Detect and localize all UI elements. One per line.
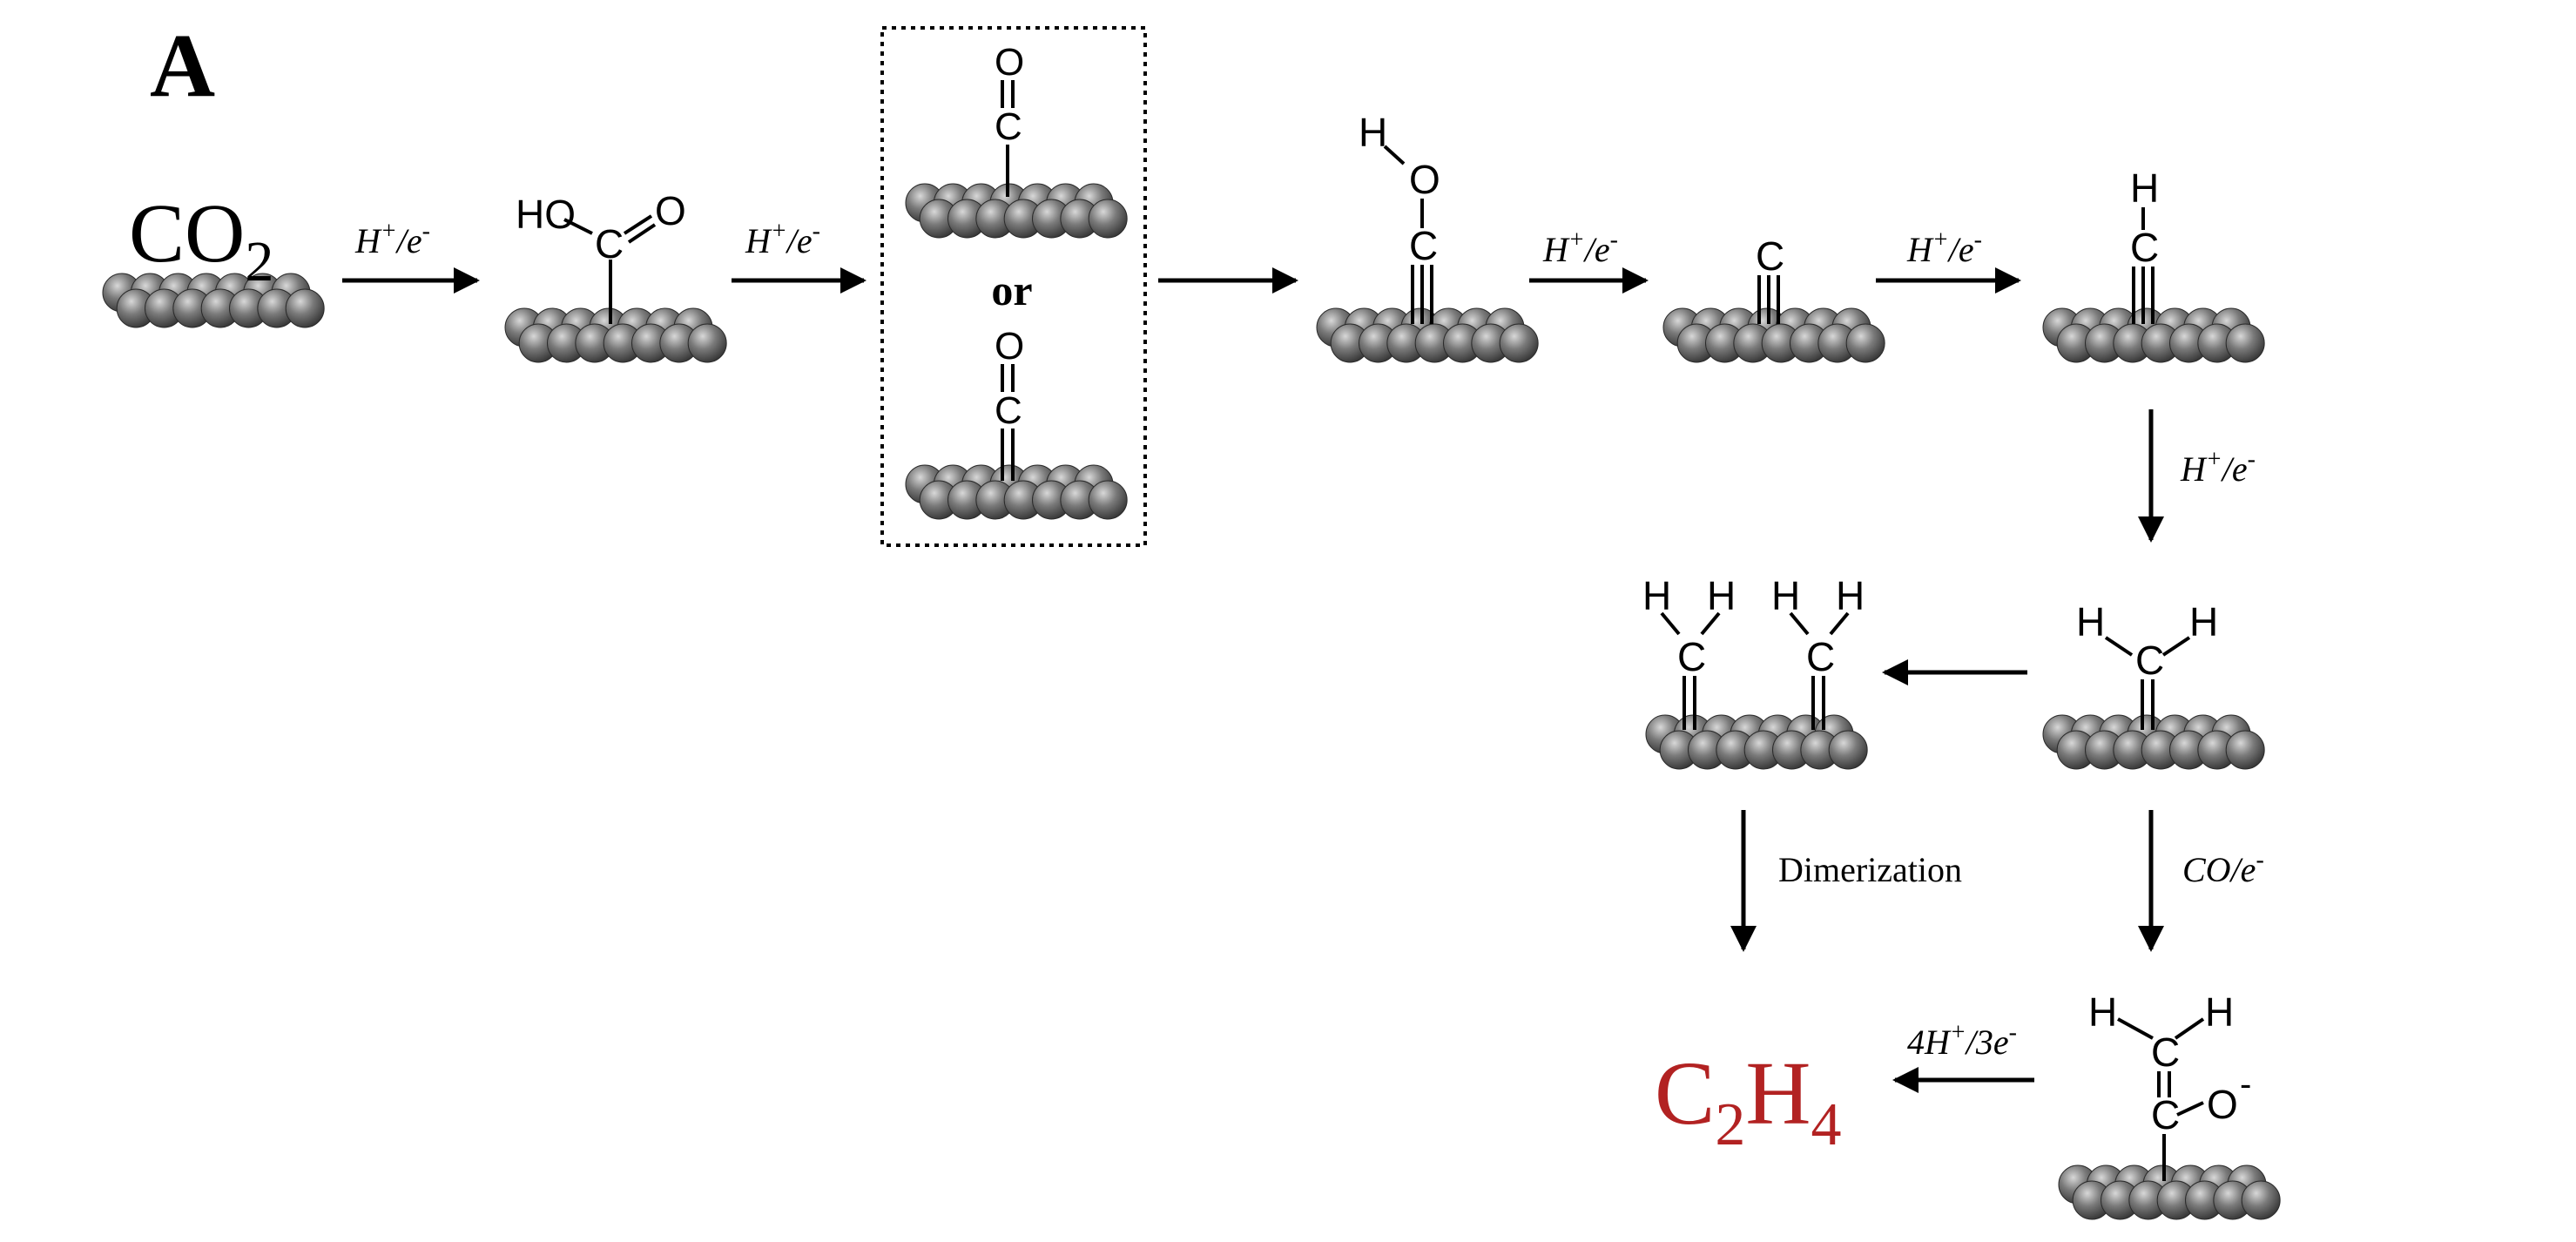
svg-text:C: C xyxy=(1677,634,1706,679)
ch2-pair-adsorbates: H H C H H C xyxy=(1642,573,1865,730)
surface-slab-cooh xyxy=(504,307,727,363)
surface-atom xyxy=(1088,199,1128,239)
svg-text:H: H xyxy=(1771,573,1800,618)
svg-text:H: H xyxy=(1836,573,1865,618)
surface-slab-ch2co xyxy=(2058,1164,2281,1220)
svg-text:H: H xyxy=(2076,599,2105,645)
anion-charge: - xyxy=(2240,1065,2251,1104)
cooh-adsorbate: HO C O xyxy=(516,188,686,324)
svg-text:C: C xyxy=(1756,233,1784,279)
surface-atom xyxy=(285,288,325,328)
co-bridge-adsorbate: O C xyxy=(995,325,1024,481)
ch-adsorbate: H C xyxy=(2130,165,2159,324)
surface-atom xyxy=(1845,323,1885,363)
svg-text:H: H xyxy=(1642,573,1671,618)
ch2co-adsorbate: H H C C O - xyxy=(2088,989,2251,1181)
coh-adsorbate: H O C xyxy=(1359,110,1440,324)
svg-text:O: O xyxy=(1409,157,1440,202)
svg-text:O: O xyxy=(2207,1082,2238,1127)
surface-atom xyxy=(2225,323,2265,363)
svg-text:H: H xyxy=(1707,573,1736,618)
ch2-adsorbate: H H C xyxy=(2076,599,2218,730)
surface-slab-co-bottom xyxy=(905,464,1128,520)
label-h-e-2: H+/e- xyxy=(745,218,820,260)
svg-text:H: H xyxy=(2088,989,2117,1035)
svg-text:H: H xyxy=(2205,989,2234,1035)
label-h-e-1: H+/e- xyxy=(354,218,430,260)
surface-slab-ch2-dimer xyxy=(1645,714,1868,770)
surface-atom xyxy=(687,323,727,363)
label-4h-3e: 4H+/3e- xyxy=(1907,1019,2017,1062)
svg-text:C: C xyxy=(2151,1092,2180,1137)
surface-slab-co2 xyxy=(102,273,325,328)
svg-text:C: C xyxy=(2130,225,2159,270)
surface-slab-c xyxy=(1662,307,1885,363)
svg-text:CO2: CO2 xyxy=(129,186,273,294)
svg-text:O: O xyxy=(995,325,1024,368)
svg-text:C: C xyxy=(1806,634,1835,679)
surface-atom xyxy=(2241,1180,2281,1220)
svg-text:C: C xyxy=(995,389,1022,432)
svg-text:C: C xyxy=(2135,638,2164,683)
surface-slab-ch2 xyxy=(2042,714,2265,770)
surface-atom xyxy=(1828,730,1868,770)
label-co-e: CO/e- xyxy=(2182,847,2264,889)
svg-text:H: H xyxy=(1359,110,1387,155)
svg-text:C2H4: C2H4 xyxy=(1655,1043,1841,1158)
surface-atom xyxy=(1088,480,1128,520)
label-h-e-4: H+/e- xyxy=(1906,226,1982,269)
atom-o: O xyxy=(655,188,686,233)
svg-text:C: C xyxy=(2151,1029,2180,1075)
c-adsorbate: C xyxy=(1756,233,1784,324)
surface-atom xyxy=(2225,730,2265,770)
co-linear-adsorbate: O C xyxy=(995,41,1024,197)
surface-atom xyxy=(1499,323,1539,363)
label-dimerization: Dimerization xyxy=(1778,850,1962,889)
svg-text:O: O xyxy=(995,41,1024,84)
surface-slab-ch xyxy=(2042,307,2265,363)
label-h-e-5: H+/e- xyxy=(2180,446,2256,489)
c2h4-product: C2H4 xyxy=(1655,1043,1841,1158)
svg-text:C: C xyxy=(1409,223,1438,268)
surface-slab-coh xyxy=(1316,307,1539,363)
co-adsorption-box xyxy=(880,26,1147,547)
label-h-e-3: H+/e- xyxy=(1542,226,1618,269)
atom-ho: HO xyxy=(516,192,576,237)
surface-slab-co-top xyxy=(905,183,1128,239)
atom-c: C xyxy=(595,221,624,267)
svg-text:H: H xyxy=(2130,165,2159,211)
svg-text:C: C xyxy=(995,105,1022,148)
co2-label: CO2 xyxy=(129,186,273,294)
or-connector: or xyxy=(991,266,1032,314)
svg-text:H: H xyxy=(2189,599,2218,645)
panel-label: A xyxy=(150,16,215,116)
